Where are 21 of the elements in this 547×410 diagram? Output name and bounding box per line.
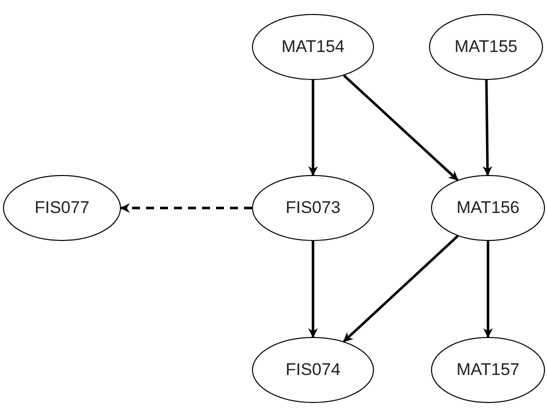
arrow	[342, 235, 459, 342]
course-ellipse	[429, 14, 543, 80]
arrow	[482, 80, 492, 176]
course-code: MAT157	[456, 360, 520, 380]
course-code: FIS077	[34, 198, 90, 218]
arrow	[120, 203, 252, 213]
course-code: MAT156	[456, 198, 520, 218]
course-ellipse	[252, 14, 374, 80]
course-code: MAT154	[282, 37, 344, 57]
course-code: MAT155	[454, 37, 518, 57]
course-ellipse	[252, 337, 374, 403]
course-ellipse	[431, 337, 545, 403]
arrow	[483, 241, 493, 338]
course-code: FIS074	[286, 360, 340, 380]
arrow	[308, 80, 318, 176]
course-code: FIS073	[286, 198, 340, 218]
arrow	[343, 74, 458, 181]
arrow	[308, 241, 318, 338]
course-ellipse	[3, 175, 121, 241]
course-ellipse	[431, 175, 545, 241]
course-ellipse	[252, 175, 374, 241]
